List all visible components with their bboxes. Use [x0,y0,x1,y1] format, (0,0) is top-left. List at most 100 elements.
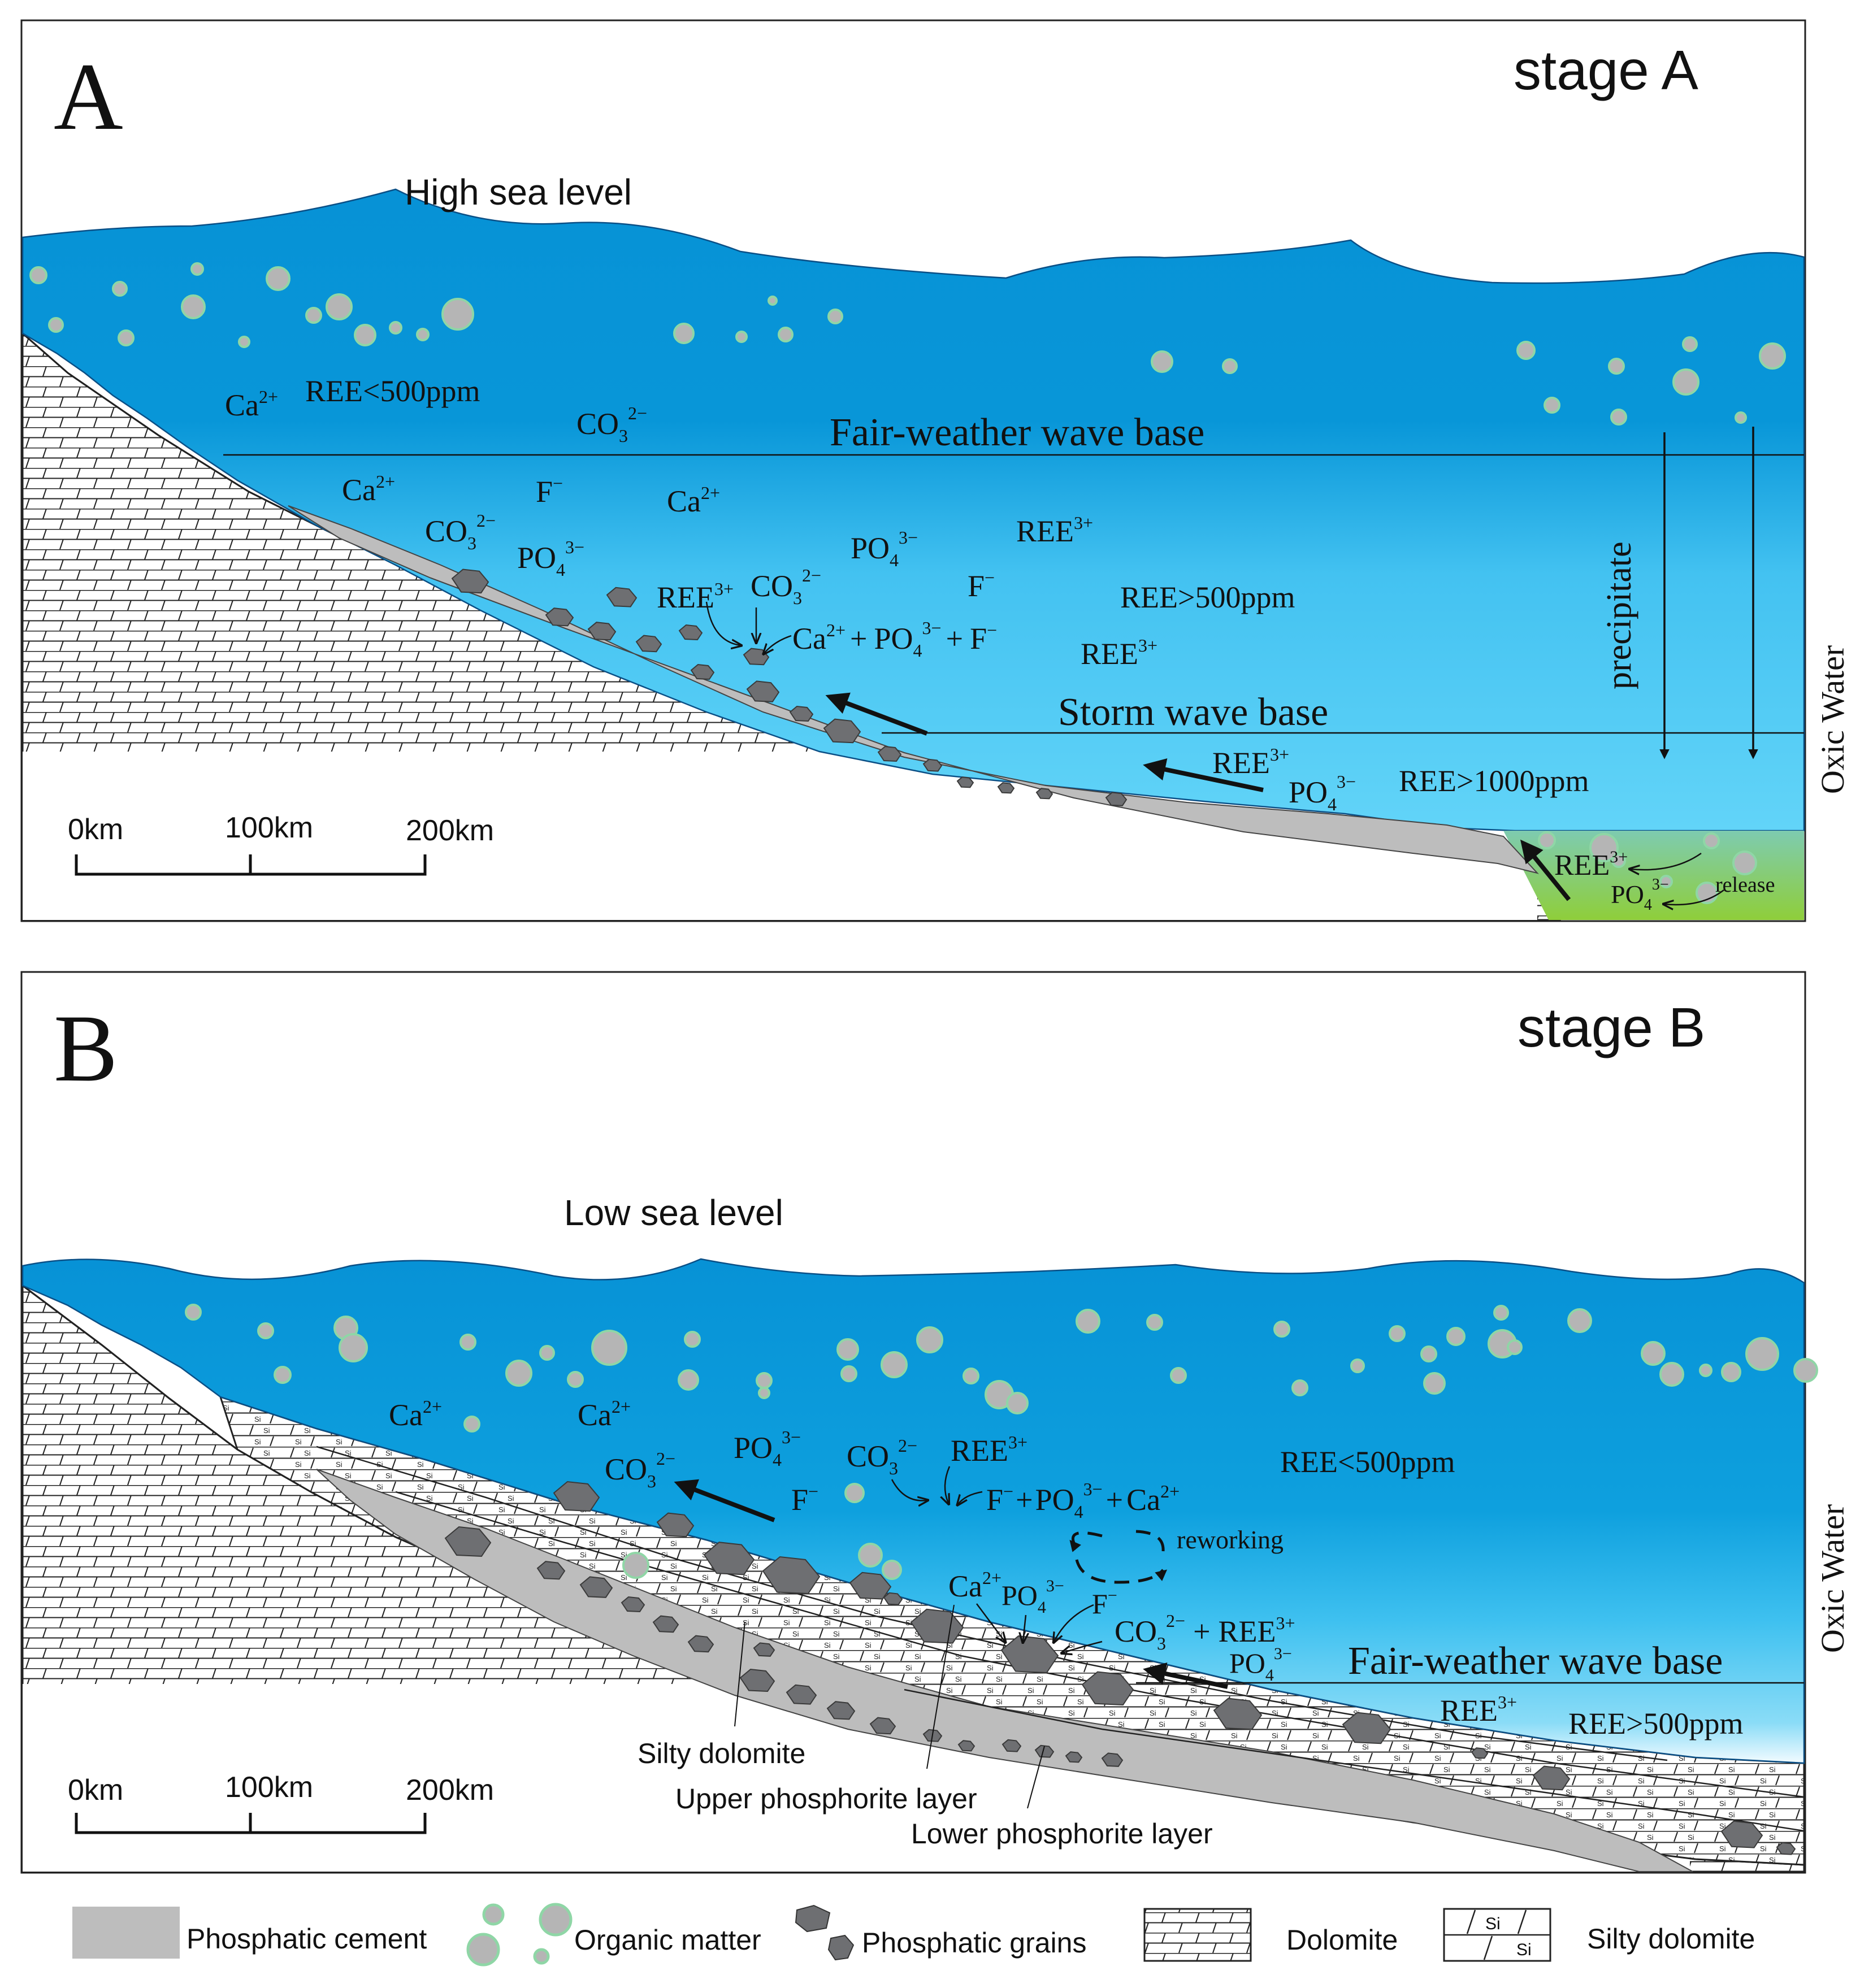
panel-b-scale-200: 200km [406,1774,494,1807]
legend: Phosphatic cement Organic matter Phospha… [72,1903,1755,1967]
organic-matter-particle [416,328,430,341]
panel-a-scale-200: 200km [406,814,494,847]
panel-a-ion-ree-3: REE3+ [1081,635,1157,671]
panel-a-upwelling-arrow-1 [825,692,928,736]
organic-matter-particle [305,307,322,324]
organic-matter-particle [1589,833,1619,862]
panel-a-ion-ree-2: REE3+ [657,579,734,614]
organic-matter-particle [1538,831,1556,849]
organic-matter-particle [1745,1337,1779,1371]
organic-matter-particle [1493,1305,1509,1321]
organic-matter-particle [29,266,47,284]
phosphatic-grain [826,1701,856,1720]
organic-matter-particle [118,329,135,346]
panel-b-ree-gt500: REE>500ppm [1568,1707,1743,1740]
phosphatic-grain [1213,1698,1263,1730]
panel-a-ca-arrow [764,635,792,653]
panel-a-sea-level-label: High sea level [405,172,632,212]
panel-a-ion-co3-2: CO32− [425,510,496,553]
legend-grains-swatch [795,1904,855,1961]
panel-b-scale-0: 0km [68,1774,123,1807]
panel-a-fair-weather-label: Fair-weather wave base [830,411,1204,454]
panel-b-ion-po4-2: PO43− [1001,1577,1064,1617]
panel-b-ion-ree-2: REE3+ [1440,1692,1517,1727]
panel-a-reaction: Ca2++PO43−+F− [792,618,997,661]
legend-dolomite-swatch [1143,1908,1252,1962]
organic-matter-particle [1659,875,1673,888]
phosphatic-grain [1081,1671,1134,1706]
panel-b-cement [316,1469,1693,1872]
panel-b-callout-silty: Silty dolomite [638,1738,805,1769]
organic-matter-particle [844,1483,865,1503]
phosphatic-grain [1471,1747,1489,1759]
organic-matter-particle [112,281,128,297]
phosphatic-grain [877,745,902,762]
phosphatic-grain [1035,788,1053,800]
panel-b-f-arrow [1054,1604,1094,1642]
organic-matter-particle [1222,358,1238,374]
organic-matter-particle [1699,1364,1712,1377]
panel-b-ion-po4-1: PO43− [734,1427,801,1470]
legend-si-1: Si [1485,1915,1501,1933]
organic-matter-particle [1350,1358,1365,1373]
organic-matter-particle [1608,358,1625,375]
phosphatic-grain [652,1615,679,1633]
phosphatic-grain [687,1635,714,1653]
organic-matter-particle [1170,1367,1187,1384]
phosphatic-grain [910,1608,964,1644]
panel-b-ion-ree-1: REE3+ [951,1432,1027,1468]
organic-matter-particle [1516,341,1536,360]
organic-matter-particle [1006,1392,1029,1414]
panel-b-ion-ca-1: Ca2+ [389,1396,442,1432]
panel-a-upwelling-arrow-3 [1520,839,1571,901]
phosphatic-grain [957,1740,975,1752]
panel-b-co3-arrow [891,1479,927,1501]
panel-a-upwelling-arrow-2 [1143,758,1264,792]
panel-b-reworking-label: reworking [1177,1525,1284,1554]
panel-a-scale-0: 0km [68,813,123,846]
legend-organic-swatch [466,1903,573,1967]
panel-b: B stage B Low sea level REE<500ppm rewor… [20,971,1851,1874]
legend-si-2: Si [1516,1941,1532,1959]
organic-matter-particle [1146,1314,1163,1331]
organic-matter-particle [505,1360,532,1387]
panel-a-ion-ree-5: REE3+ [1554,848,1628,882]
panel-a-ion-ree-1: REE3+ [1016,513,1093,548]
panel-a-ion-po4-2: PO43− [851,527,918,570]
panel-b-ree-arrow [945,1466,949,1503]
organic-matter-particle [441,298,474,331]
organic-matter-particle [354,324,376,346]
panel-b-ion-ca-2: Ca2+ [578,1396,631,1432]
panel-b-ree-lt500: REE<500ppm [1280,1445,1455,1479]
organic-matter-particle [678,1369,699,1391]
panel-a-ion-ree-4: REE3+ [1212,744,1289,780]
phosphatic-grain [1001,1739,1022,1752]
panel-b-ion-co3-ree: CO32−+REE3+ [1115,1611,1295,1653]
organic-matter-particle [185,1304,202,1321]
phosphatic-grain [545,607,574,627]
panel-b-po4-arrow [1023,1614,1026,1642]
organic-matter-particle [1291,1379,1308,1396]
panel-a-release-arrow-2 [1664,889,1724,905]
legend-dolomite-label: Dolomite [1286,1924,1398,1956]
phosphatic-grain [739,1668,775,1692]
phosphatic-grain [1000,1635,1059,1674]
organic-matter-particle [882,1560,902,1580]
phosphatic-grain [746,680,780,702]
panel-b-ion-co3-1: CO32− [847,1435,917,1478]
panel-a-ion-f-1: F− [536,473,563,509]
legend-organic-label: Organic matter [574,1924,761,1956]
legend-cement-swatch [72,1907,180,1959]
organic-matter-particle [1659,1362,1684,1387]
phosphatic-grain [553,1481,600,1512]
organic-matter-particle [1507,1339,1523,1355]
panel-b-arrow-2 [1143,1663,1228,1689]
phosphatic-grain [536,1561,566,1580]
phosphatic-grain [678,624,703,641]
phosphatic-grain [786,1684,817,1705]
organic-matter-particle [591,1330,627,1366]
panel-b-ion-ca-3: Ca2+ [948,1568,1001,1603]
panel-b-fair-weather-label: Fair-weather wave base [1348,1639,1723,1683]
organic-matter-particle [1567,1308,1592,1333]
panel-a-scale-100: 100km [225,811,313,844]
